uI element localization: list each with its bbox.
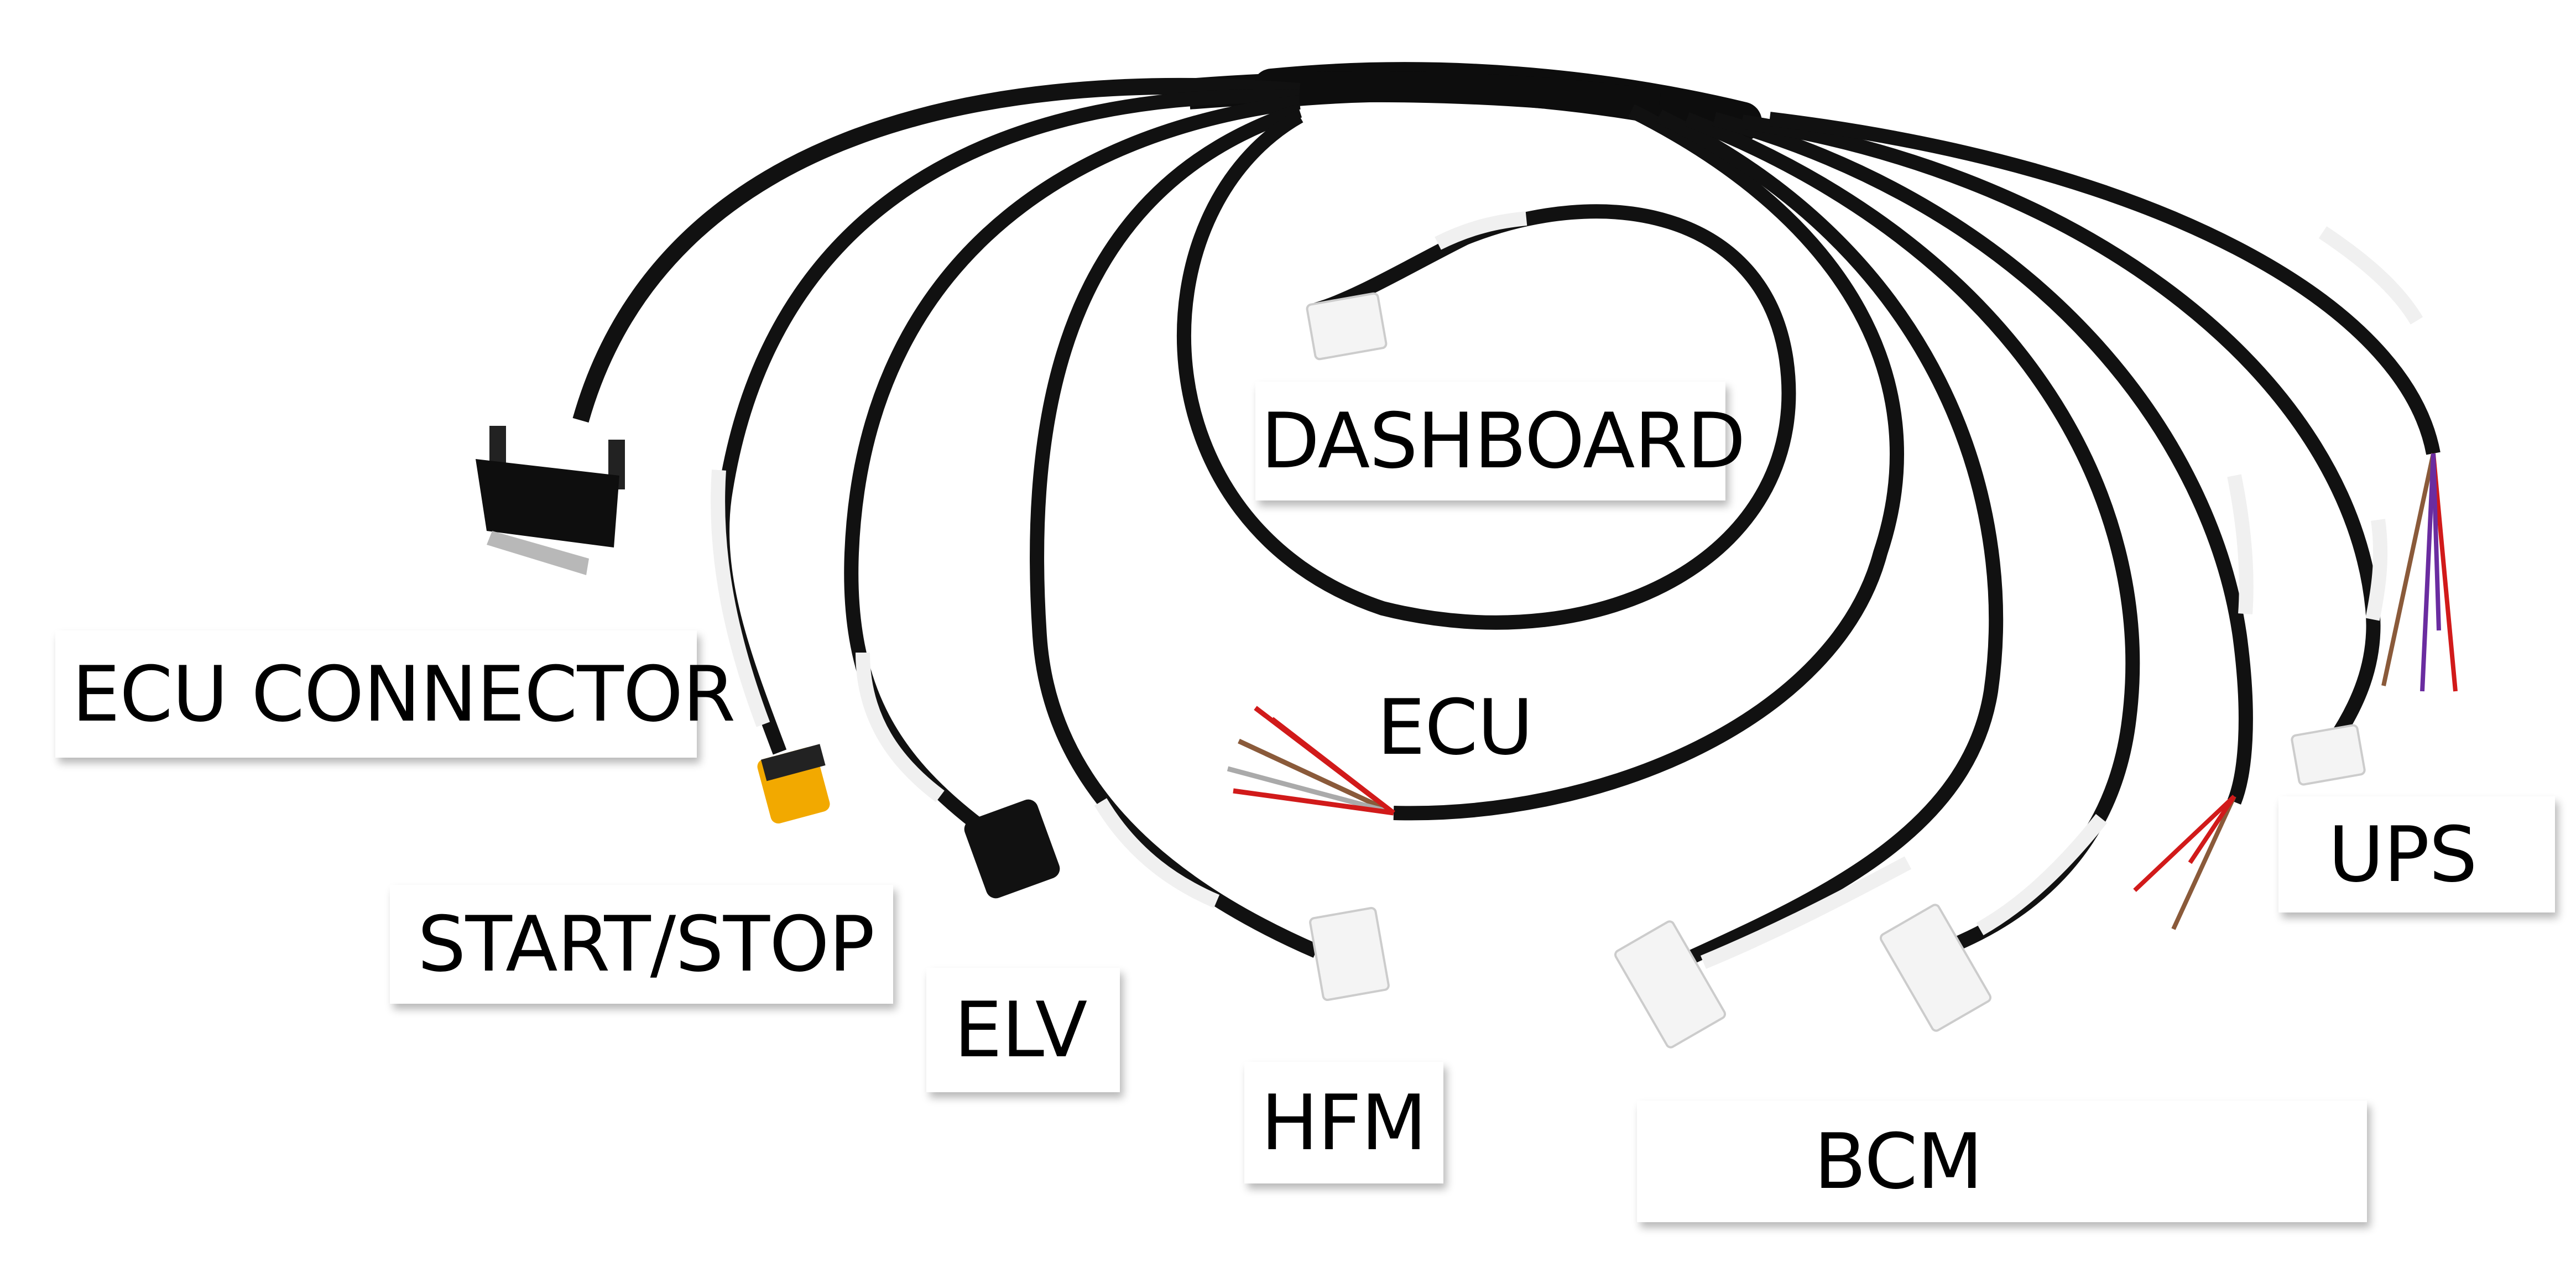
elv-cable — [844, 95, 1301, 836]
label-hfm: HFM — [1244, 1062, 1443, 1183]
hfm-connector — [1309, 906, 1390, 1002]
purple-brown-wires — [2381, 453, 2458, 692]
label-ups: UPS — [2278, 796, 2555, 912]
red-wire-cable — [1712, 112, 2253, 805]
elv-connector — [964, 799, 1060, 899]
dashboard-connector — [1306, 292, 1388, 361]
label-start-stop: START/STOP — [390, 885, 893, 1004]
ups-cable — [1741, 114, 2381, 745]
start-stop-connector — [757, 744, 830, 824]
ups-connector — [2291, 724, 2366, 786]
ecu-wires — [1227, 706, 1395, 816]
red-brown-wires — [2133, 795, 2236, 930]
db25-connector — [476, 426, 625, 575]
label-ecu-connector: ECU CONNECTOR — [55, 630, 736, 758]
ecu-cable — [1393, 104, 1904, 821]
label-elv: ELV — [926, 968, 1120, 1092]
wire-bundle-cable — [1769, 112, 2441, 455]
label-ecu: ECU — [1377, 682, 1534, 772]
bcm-connectors — [1614, 904, 1992, 1049]
label-dashboard: DASHBOARD — [1255, 382, 1746, 500]
bcm-cable-1 — [1656, 109, 2004, 963]
ecu-connector-cable — [572, 77, 1301, 423]
label-bcm: BCM — [1637, 1101, 2367, 1222]
